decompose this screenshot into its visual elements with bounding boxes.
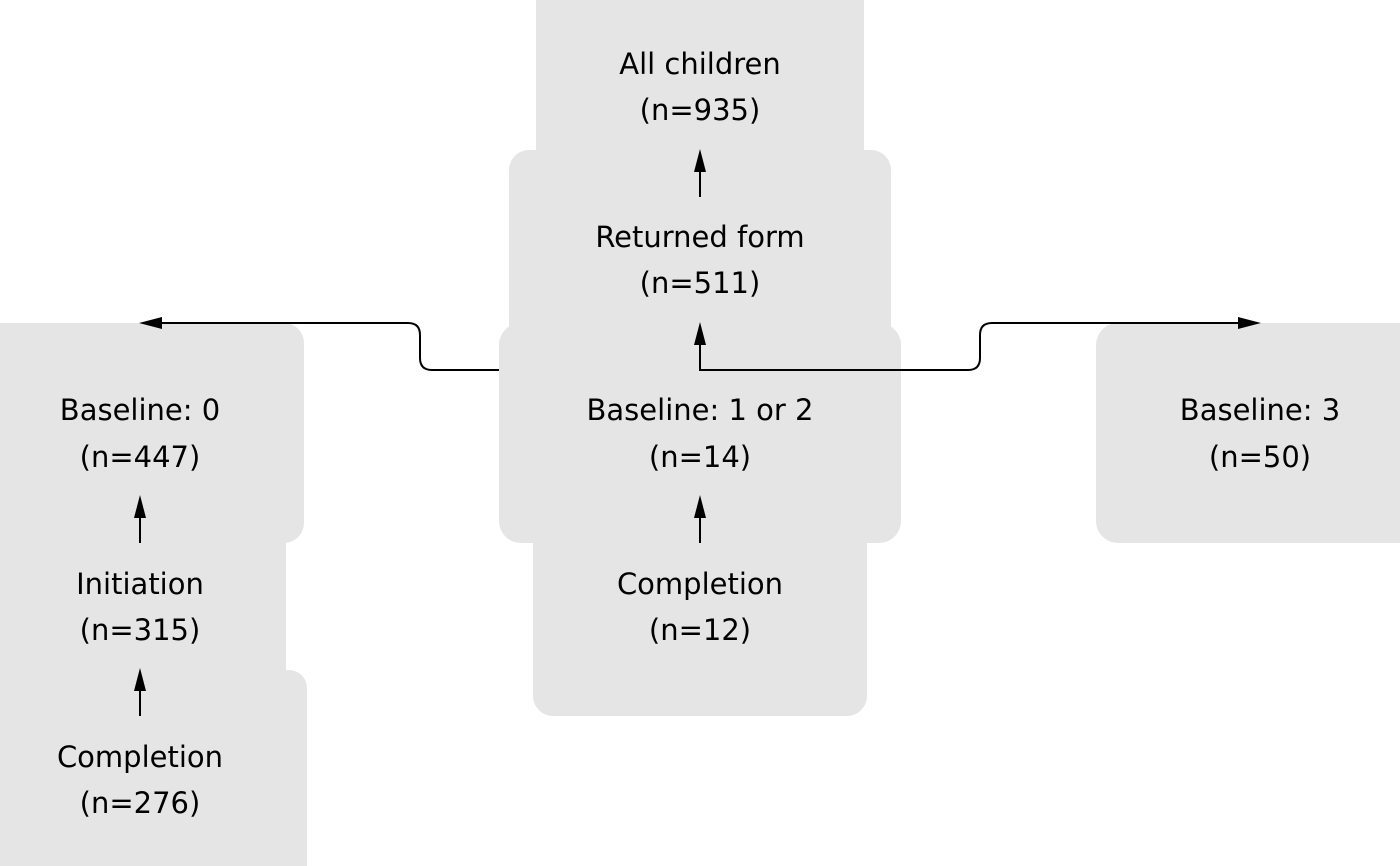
baseline-1-2-title: Baseline: 1 or 2 bbox=[587, 393, 814, 427]
baseline-0-count: (n=447) bbox=[80, 440, 201, 474]
initiation-title: Initiation bbox=[76, 567, 204, 601]
baseline-0-box bbox=[0, 323, 304, 543]
initiation-count: (n=315) bbox=[80, 613, 201, 647]
all-children-box bbox=[536, 0, 864, 180]
baseline-1-2-count: (n=14) bbox=[649, 440, 751, 474]
returned-form-count: (n=511) bbox=[640, 266, 761, 300]
initiation-box bbox=[0, 520, 286, 700]
arrowhead-up-icon bbox=[134, 495, 146, 518]
arrowhead-up-icon bbox=[694, 322, 706, 345]
completion-mid-title: Completion bbox=[617, 567, 783, 601]
baseline-1-2-box bbox=[499, 323, 901, 543]
baseline-3-box bbox=[1096, 323, 1400, 543]
arrowhead-up-icon bbox=[694, 495, 706, 518]
baseline-3-title: Baseline: 3 bbox=[1180, 393, 1340, 427]
arrowhead-up-icon bbox=[134, 668, 146, 691]
arrowhead-left-icon bbox=[139, 317, 162, 329]
arrowhead-right-icon bbox=[1238, 317, 1261, 329]
completion-left-box bbox=[0, 670, 307, 866]
arrowhead-up-icon bbox=[694, 149, 706, 172]
returned-form-box bbox=[509, 150, 891, 350]
all-children-count: (n=935) bbox=[640, 93, 761, 127]
completion-left-title: Completion bbox=[57, 740, 223, 774]
completion-mid-count: (n=12) bbox=[649, 613, 751, 647]
baseline-3-count: (n=50) bbox=[1209, 440, 1311, 474]
completion-mid-box bbox=[533, 500, 867, 716]
connector-to-baseline-0 bbox=[160, 322, 499, 371]
completion-left-count: (n=276) bbox=[80, 786, 201, 820]
returned-form-title: Returned form bbox=[595, 220, 804, 254]
all-children-title: All children bbox=[619, 47, 781, 81]
baseline-0-title: Baseline: 0 bbox=[60, 393, 220, 427]
connector-baseline12-to-returned bbox=[699, 322, 1240, 371]
